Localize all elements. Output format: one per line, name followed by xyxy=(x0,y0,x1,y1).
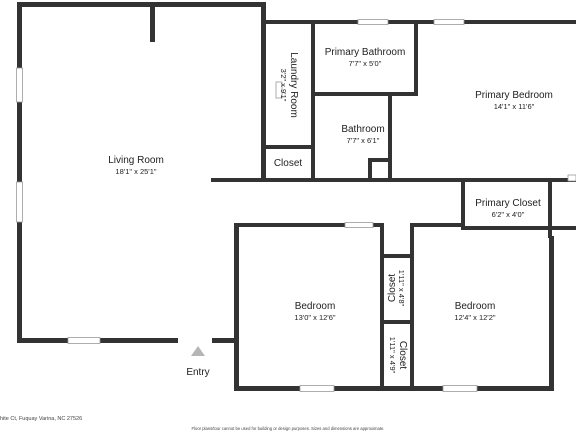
wall xyxy=(311,92,416,96)
room-name: Primary Closet xyxy=(475,198,541,209)
wall xyxy=(414,20,418,96)
wall xyxy=(549,236,554,391)
wall xyxy=(17,2,265,7)
room-living-room: Living Room 18'1" x 25'1" xyxy=(108,155,164,176)
entry-arrow-icon xyxy=(191,346,205,356)
window xyxy=(275,81,283,99)
room-dimensions: 3'2" x 9'1" xyxy=(279,69,288,102)
wall xyxy=(234,386,554,391)
wall xyxy=(234,223,239,390)
room-closet-lower: Closet 1'11" x 4'9" xyxy=(388,337,408,374)
wall xyxy=(388,92,392,182)
window xyxy=(357,19,389,25)
room-name: Bedroom xyxy=(455,301,496,312)
room-name: Primary Bedroom xyxy=(475,90,553,101)
window xyxy=(442,385,478,392)
wall xyxy=(17,2,22,343)
room-name: Closet xyxy=(274,158,303,169)
wall xyxy=(412,223,465,227)
room-dimensions: 1'11" x 4'9" xyxy=(388,337,397,374)
wall xyxy=(410,223,414,391)
room-dimensions: 7'7" x 5'0" xyxy=(349,59,382,68)
wall xyxy=(265,20,576,24)
room-dimensions: 13'0" x 12'6" xyxy=(294,313,335,322)
wall xyxy=(461,178,465,230)
room-primary-bathroom: Primary Bathroom 7'7" x 5'0" xyxy=(325,47,406,68)
room-primary-closet: Primary Closet 6'2" x 4'0" xyxy=(475,198,541,219)
wall xyxy=(261,145,311,149)
wall xyxy=(212,338,239,343)
windows xyxy=(16,19,576,392)
room-bathroom: Bathroom 7'7" x 6'1" xyxy=(341,124,384,145)
wall xyxy=(368,158,392,162)
room-dimensions: 12'4" x 12'2" xyxy=(454,313,495,322)
wall xyxy=(380,223,384,391)
room-dimensions: 14'1" x 11'6" xyxy=(494,102,535,111)
wall xyxy=(368,158,372,182)
room-dimensions: 1'11" x 4'8" xyxy=(397,270,406,307)
room-name: Living Room xyxy=(108,155,164,166)
wall xyxy=(311,20,315,182)
room-name: Bathroom xyxy=(341,124,384,135)
room-name: Closet xyxy=(397,341,408,370)
window xyxy=(16,181,23,223)
wall xyxy=(380,320,414,324)
window xyxy=(67,337,101,344)
window xyxy=(16,67,23,103)
room-name: Bedroom xyxy=(295,301,336,312)
room-primary-bedroom: Primary Bedroom 14'1" x 11'6" xyxy=(475,90,553,111)
room-bedroom-1: Bedroom 13'0" x 12'6" xyxy=(294,301,335,322)
room-laundry-room: Laundry Room 3'2" x 9'1" xyxy=(279,52,299,118)
window xyxy=(344,222,374,228)
disclaimer-text: Floor plans/tour cannot be used for buil… xyxy=(192,426,385,431)
room-bedroom-2: Bedroom 12'4" x 12'2" xyxy=(454,301,495,322)
room-dimensions: 7'7" x 6'1" xyxy=(347,136,380,145)
wall xyxy=(548,178,552,238)
room-hall-closet: Closet xyxy=(274,158,303,169)
room-name: Laundry Room xyxy=(288,52,299,118)
window xyxy=(299,385,335,392)
room-dimensions: 6'2" x 4'0" xyxy=(492,210,525,219)
wall xyxy=(261,2,266,182)
room-dimensions: 18'1" x 25'1" xyxy=(115,167,156,176)
room-name: Primary Bathroom xyxy=(325,47,406,58)
entry-label: Entry xyxy=(186,367,209,378)
wall xyxy=(150,2,155,42)
wall xyxy=(234,223,384,227)
room-closet-upper: Closet 1'11" x 4'8" xyxy=(387,270,406,307)
wall xyxy=(380,254,414,258)
window xyxy=(433,19,465,25)
wall xyxy=(211,178,576,182)
room-name: Closet xyxy=(387,274,398,303)
address-text: hite Ct, Fuquay Varina, NC 27526 xyxy=(0,416,82,422)
wall xyxy=(461,226,576,230)
window xyxy=(567,174,576,182)
